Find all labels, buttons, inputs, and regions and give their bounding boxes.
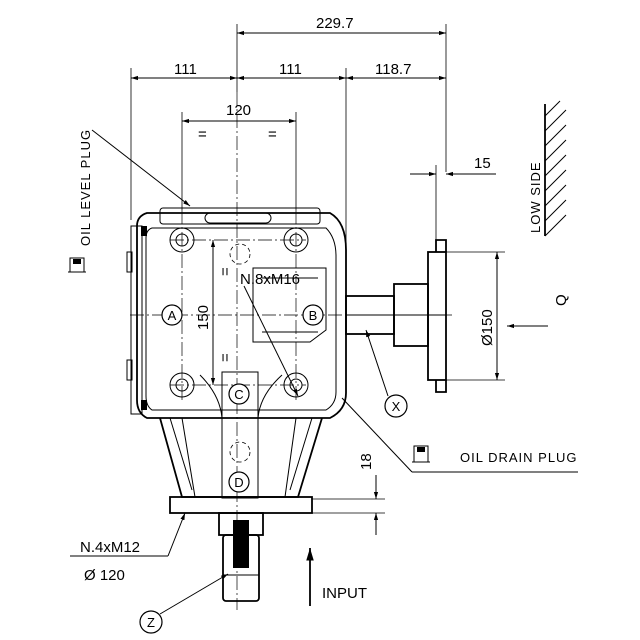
equal-mark-left: = [198, 126, 207, 143]
marker-a: A [161, 304, 183, 326]
bolt-hole-bottom-left [169, 372, 195, 398]
bolts-m16-label: N.8xM16 [240, 271, 300, 288]
bolt-hole-top-right [283, 227, 309, 253]
marker-x: X [384, 394, 408, 418]
wall-hatch [544, 100, 567, 237]
dimension-111-left: 111 [174, 61, 197, 78]
dimension-15: 15 [474, 155, 491, 172]
equal-mark-right: = [268, 126, 277, 143]
marker-b: B [302, 304, 324, 326]
oil-level-plug-label: OIL LEVEL PLUG [78, 129, 93, 246]
bolts-m12-label: N.4xM12 [80, 539, 140, 556]
input-label: INPUT [322, 585, 367, 602]
gearbox-body [126, 92, 452, 610]
oil-level-plug-icon [68, 257, 86, 273]
oil-drain-plug-icon [412, 445, 430, 463]
load-direction-label: Q [553, 294, 570, 306]
marker-c: C [228, 383, 250, 405]
dimension-150: 150 [195, 305, 212, 330]
svg-text:C: C [234, 387, 243, 402]
svg-text:Z: Z [147, 615, 155, 630]
svg-text:A: A [168, 308, 177, 323]
svg-text:D: D [234, 475, 243, 490]
dimension-lines [130, 24, 505, 535]
dimension-229-7: 229.7 [316, 15, 354, 32]
svg-text:B: B [309, 308, 318, 323]
svg-text:X: X [392, 399, 401, 414]
bolt-hole-top-left [169, 227, 195, 253]
position-markers: A B C D X Z [139, 304, 408, 634]
equal-mark-lower: = [217, 353, 234, 362]
marker-z: Z [139, 610, 163, 634]
leader-lines [70, 129, 578, 615]
dimension-texts: 229.7 111 111 118.7 120 = = 15 Ø150 150 … [174, 15, 496, 470]
oil-drain-plug-label: OIL DRAIN PLUG [460, 450, 578, 465]
dimension-111-right: 111 [279, 61, 302, 78]
dimension-118-7: 118.7 [375, 61, 411, 78]
dimension-18: 18 [358, 453, 375, 470]
low-side-label: LOW SIDE [528, 161, 543, 233]
dimension-120: 120 [226, 102, 251, 119]
marker-d: D [228, 471, 250, 493]
dimension-150-diameter: Ø150 [479, 309, 496, 346]
labels: OIL LEVEL PLUG OIL DRAIN PLUG LOW SIDE I… [78, 129, 578, 602]
bolt-circle-label: Ø 120 [84, 567, 125, 584]
equal-mark-upper: = [217, 267, 234, 276]
